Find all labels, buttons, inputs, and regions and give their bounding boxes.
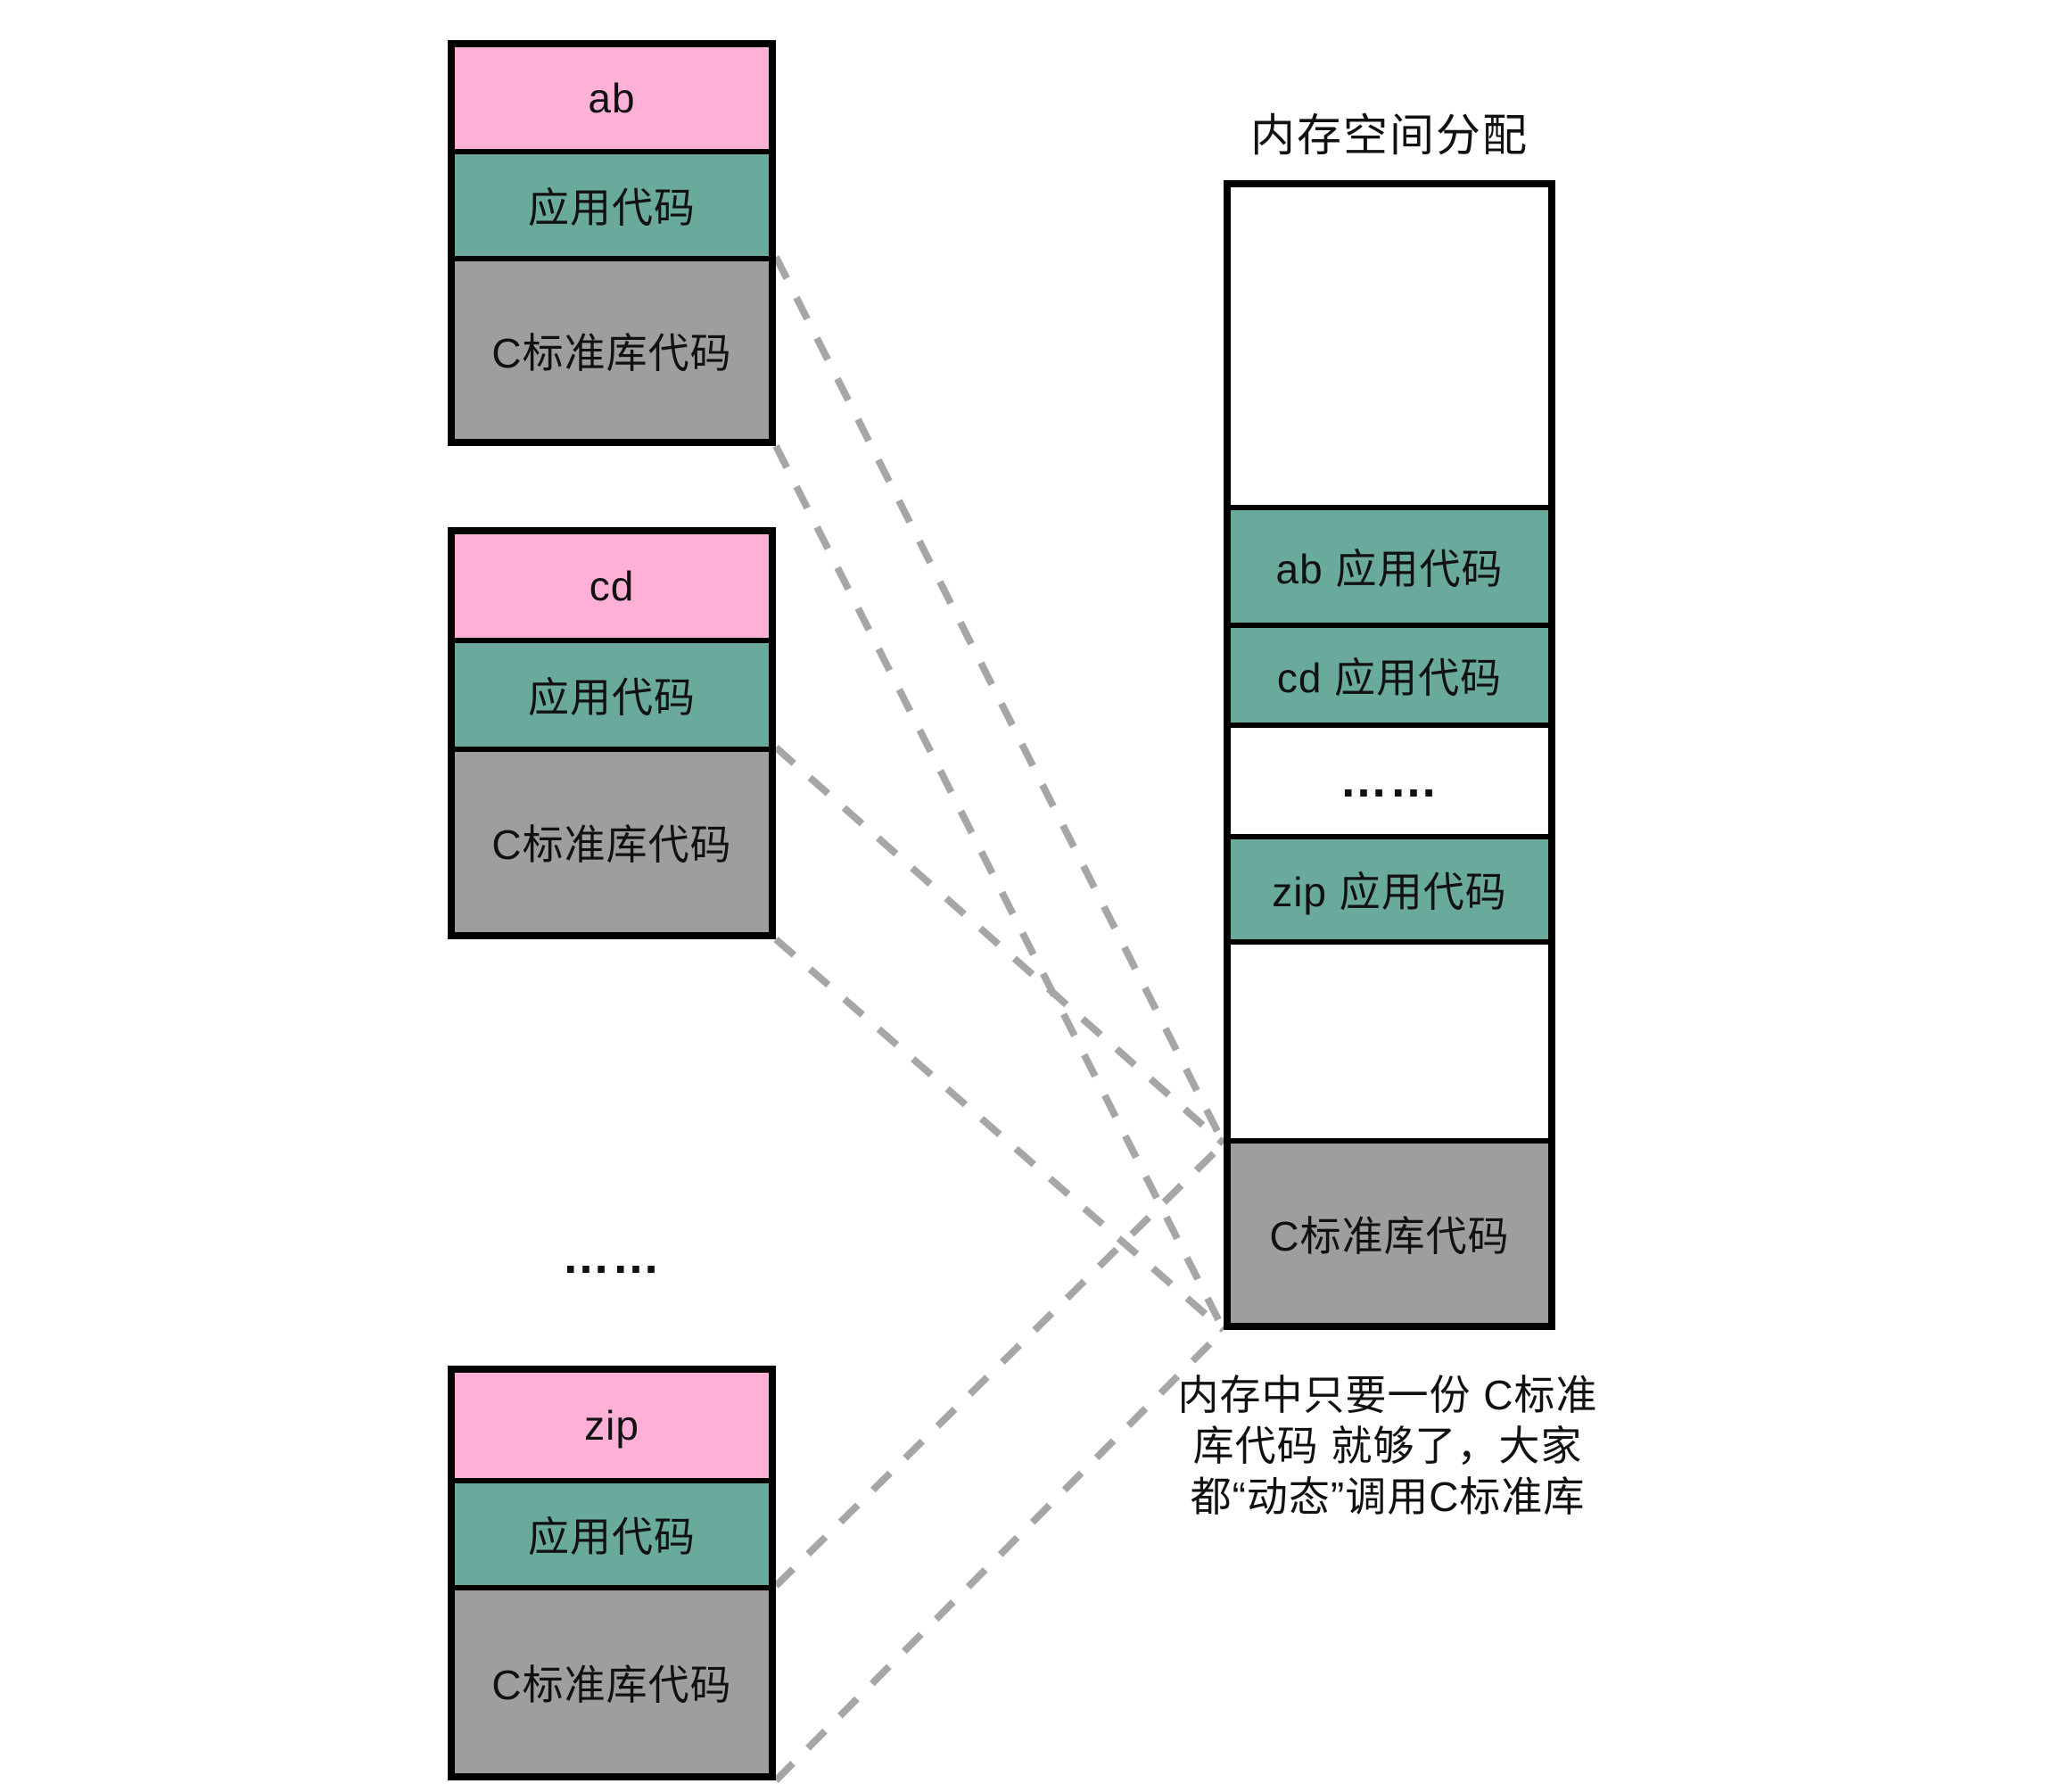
program-ab-name-section: ab: [455, 47, 769, 149]
program-zip-c-lib-section: C标准库代码: [455, 1585, 769, 1773]
annotation-line-2: 库代码 就够了，大家: [1192, 1423, 1583, 1469]
memory-section-zip-app-label: zip 应用代码: [1272, 869, 1507, 916]
memory-title: 内存空间分配: [1250, 111, 1529, 161]
program-zip-name-section: zip: [455, 1373, 769, 1479]
memory-section-empty-mid: [1231, 939, 1548, 1139]
connector-zip-lib-top: [773, 1141, 1226, 1589]
memory-box: ab 应用代码 cd 应用代码 …… zip 应用代码 C标准库代码: [1224, 180, 1555, 1330]
connector-cd-lib-bottom: [773, 936, 1226, 1334]
program-ab-c-lib-section: C标准库代码: [455, 256, 769, 439]
connector-ab-lib-top: [772, 255, 1227, 1145]
program-zip-c-lib-label: C标准库代码: [491, 1661, 732, 1708]
memory-section-ab-app-label: ab 应用代码: [1275, 546, 1504, 593]
program-zip-app-code-label: 应用代码: [528, 1514, 696, 1561]
program-ab-c-lib-label: C标准库代码: [491, 329, 732, 376]
memory-section-c-lib-label: C标准库代码: [1269, 1212, 1510, 1259]
left-column-ellipsis: ……: [562, 1230, 662, 1284]
program-cd-name: cd: [589, 563, 635, 610]
program-cd-app-code-label: 应用代码: [528, 674, 696, 722]
program-zip-app-code-section: 应用代码: [455, 1478, 769, 1586]
annotation-line-3: 都“动态”调用C标准库: [1190, 1474, 1586, 1520]
program-ab-app-code-label: 应用代码: [528, 184, 696, 231]
memory-section-ellipsis: ……: [1231, 722, 1548, 834]
program-ab-app-code-section: 应用代码: [455, 148, 769, 257]
memory-section-cd-app-label: cd 应用代码: [1276, 654, 1503, 701]
program-box-zip: zip 应用代码 C标准库代码: [448, 1366, 776, 1780]
program-ab-name: ab: [588, 74, 636, 121]
annotation-note: 内存中只要一份 C标准 库代码 就够了，大家 都“动态”调用C标准库: [1174, 1370, 1602, 1523]
connector-ab-lib-bottom: [772, 444, 1227, 1332]
memory-section-empty-top: [1231, 187, 1548, 506]
program-zip-name: zip: [584, 1402, 639, 1449]
connector-cd-lib-top: [773, 745, 1226, 1146]
memory-section-zip-app: zip 应用代码: [1231, 833, 1548, 940]
annotation-line-1: 内存中只要一份 C标准: [1177, 1372, 1598, 1418]
program-box-cd: cd 应用代码 C标准库代码: [448, 527, 776, 939]
program-cd-c-lib-section: C标准库代码: [455, 747, 769, 932]
program-cd-c-lib-label: C标准库代码: [491, 822, 732, 869]
connector-zip-lib-bottom: [773, 1327, 1226, 1783]
memory-section-c-lib: C标准库代码: [1231, 1138, 1548, 1323]
program-cd-app-code-section: 应用代码: [455, 638, 769, 747]
memory-section-ab-app: ab 应用代码: [1231, 505, 1548, 623]
memory-section-cd-app: cd 应用代码: [1231, 623, 1548, 723]
memory-section-ellipsis-label: ……: [1340, 754, 1439, 808]
program-box-ab: ab 应用代码 C标准库代码: [448, 40, 776, 446]
program-cd-name-section: cd: [455, 534, 769, 639]
